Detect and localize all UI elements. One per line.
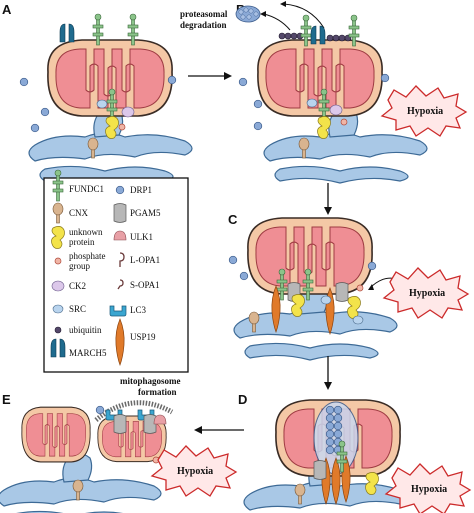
legend-label: LC3 (130, 305, 147, 315)
drp1-icon (253, 99, 263, 109)
panel-a: A (2, 2, 193, 184)
drp1-icon (333, 413, 343, 423)
legend-label: PGAM5 (130, 208, 161, 218)
drp1-icon (325, 405, 335, 415)
panel-e: E mitophagosome formation Hypoxia (0, 376, 237, 513)
legend-label: phosphate (69, 251, 106, 261)
panel-b: B proteasomal degradation (180, 1, 467, 184)
hypoxia-label: Hypoxia (409, 288, 445, 299)
proteasomal-label-line1: proteasomal (180, 9, 228, 19)
legend-label: ULK1 (130, 232, 153, 242)
pgam5-icon (113, 203, 127, 223)
drp1-icon (325, 437, 335, 447)
phosphate-icon (356, 284, 364, 292)
hypoxia-label: Hypoxia (177, 466, 213, 477)
arrow-b-to-c (324, 183, 332, 215)
panel-e-letter: E (2, 392, 11, 407)
drp1-icon (325, 421, 335, 431)
drp1-icon (239, 271, 249, 281)
drp1-icon (167, 75, 177, 85)
drp1-icon (333, 429, 343, 439)
legend-label: SRC (69, 304, 86, 314)
src-icon (96, 99, 108, 109)
arrow-c-to-d (324, 356, 332, 390)
drp1-icon (367, 261, 377, 271)
hypoxia-label: Hypoxia (407, 106, 443, 117)
hypoxia-label: Hypoxia (411, 484, 447, 495)
drp1-icon (95, 405, 105, 415)
drp1-icon (19, 77, 29, 87)
drp1-icon (333, 421, 343, 431)
legend: FUNDC1 CNX unknown protein phosphate gro… (43, 169, 189, 373)
legend-label: CNX (69, 208, 89, 218)
drp1-icon (380, 73, 390, 83)
ubiquitin-icon (54, 326, 62, 334)
drp1-icon (325, 429, 335, 439)
arrow-a-to-b (188, 72, 232, 80)
er-membrane (233, 284, 398, 361)
panel-d: D Hypoxia (238, 392, 471, 513)
phosphate-icon (54, 257, 62, 265)
mitochondrion (21, 406, 91, 463)
drp1-icon (325, 445, 335, 455)
ubiquitin-icon (278, 32, 286, 40)
mitophagosome-label-line1: mitophagosome (120, 376, 181, 386)
ck2-icon (121, 106, 135, 118)
drp1-icon (228, 255, 238, 265)
drp1-icon (40, 107, 50, 117)
legend-label: MARCH5 (69, 348, 107, 358)
ubiquitin-icon (332, 34, 340, 42)
src-icon (320, 295, 332, 305)
phagophore-membrane (94, 400, 174, 422)
pgam5-icon (113, 414, 127, 434)
phosphate-icon (340, 118, 348, 126)
legend-label: protein (69, 237, 95, 247)
legend-label: USP19 (130, 332, 156, 342)
panel-a-letter: A (2, 2, 12, 17)
legend-label: group (69, 261, 90, 271)
march5-icon (59, 23, 75, 43)
panel-d-letter: D (238, 392, 247, 407)
drp1-icon (115, 185, 125, 195)
src-icon (306, 98, 318, 108)
legend-label: FUNDC1 (69, 184, 104, 194)
proteasomal-label-line2: degradation (180, 20, 227, 30)
src-icon (52, 304, 64, 314)
legend-label: CK2 (69, 281, 86, 291)
pgam5-icon (335, 282, 349, 302)
phosphate-icon (118, 123, 126, 131)
ck2-icon (51, 280, 65, 292)
drp1-icon (253, 121, 263, 131)
drp1-icon (325, 413, 335, 423)
drp1-icon (333, 405, 343, 415)
panel-c-letter: C (228, 212, 238, 227)
drp1-icon (30, 123, 40, 133)
legend-label: S-OPA1 (130, 280, 160, 290)
mitochondrion (257, 39, 383, 117)
drp1-icon (238, 77, 248, 87)
ubiquitin-icon (284, 32, 292, 40)
ubiquitin-icon (290, 32, 298, 40)
src-icon (352, 315, 364, 325)
legend-label: ubiquitin (69, 325, 102, 335)
legend-label: unknown (69, 227, 103, 237)
ubiquitin-icon (338, 34, 346, 42)
pgam5-icon (313, 460, 327, 480)
mitochondrion (47, 39, 173, 117)
mitophagosome-label-line2: formation (138, 387, 177, 397)
ck2-icon (329, 104, 343, 116)
legend-label: L-OPA1 (130, 255, 160, 265)
ubiquitin-icon (326, 34, 334, 42)
legend-label: DRP1 (130, 185, 152, 195)
panel-c: C Hypoxia (228, 212, 469, 361)
proteasome-icon (235, 5, 261, 23)
arrow-d-to-e (194, 426, 244, 434)
